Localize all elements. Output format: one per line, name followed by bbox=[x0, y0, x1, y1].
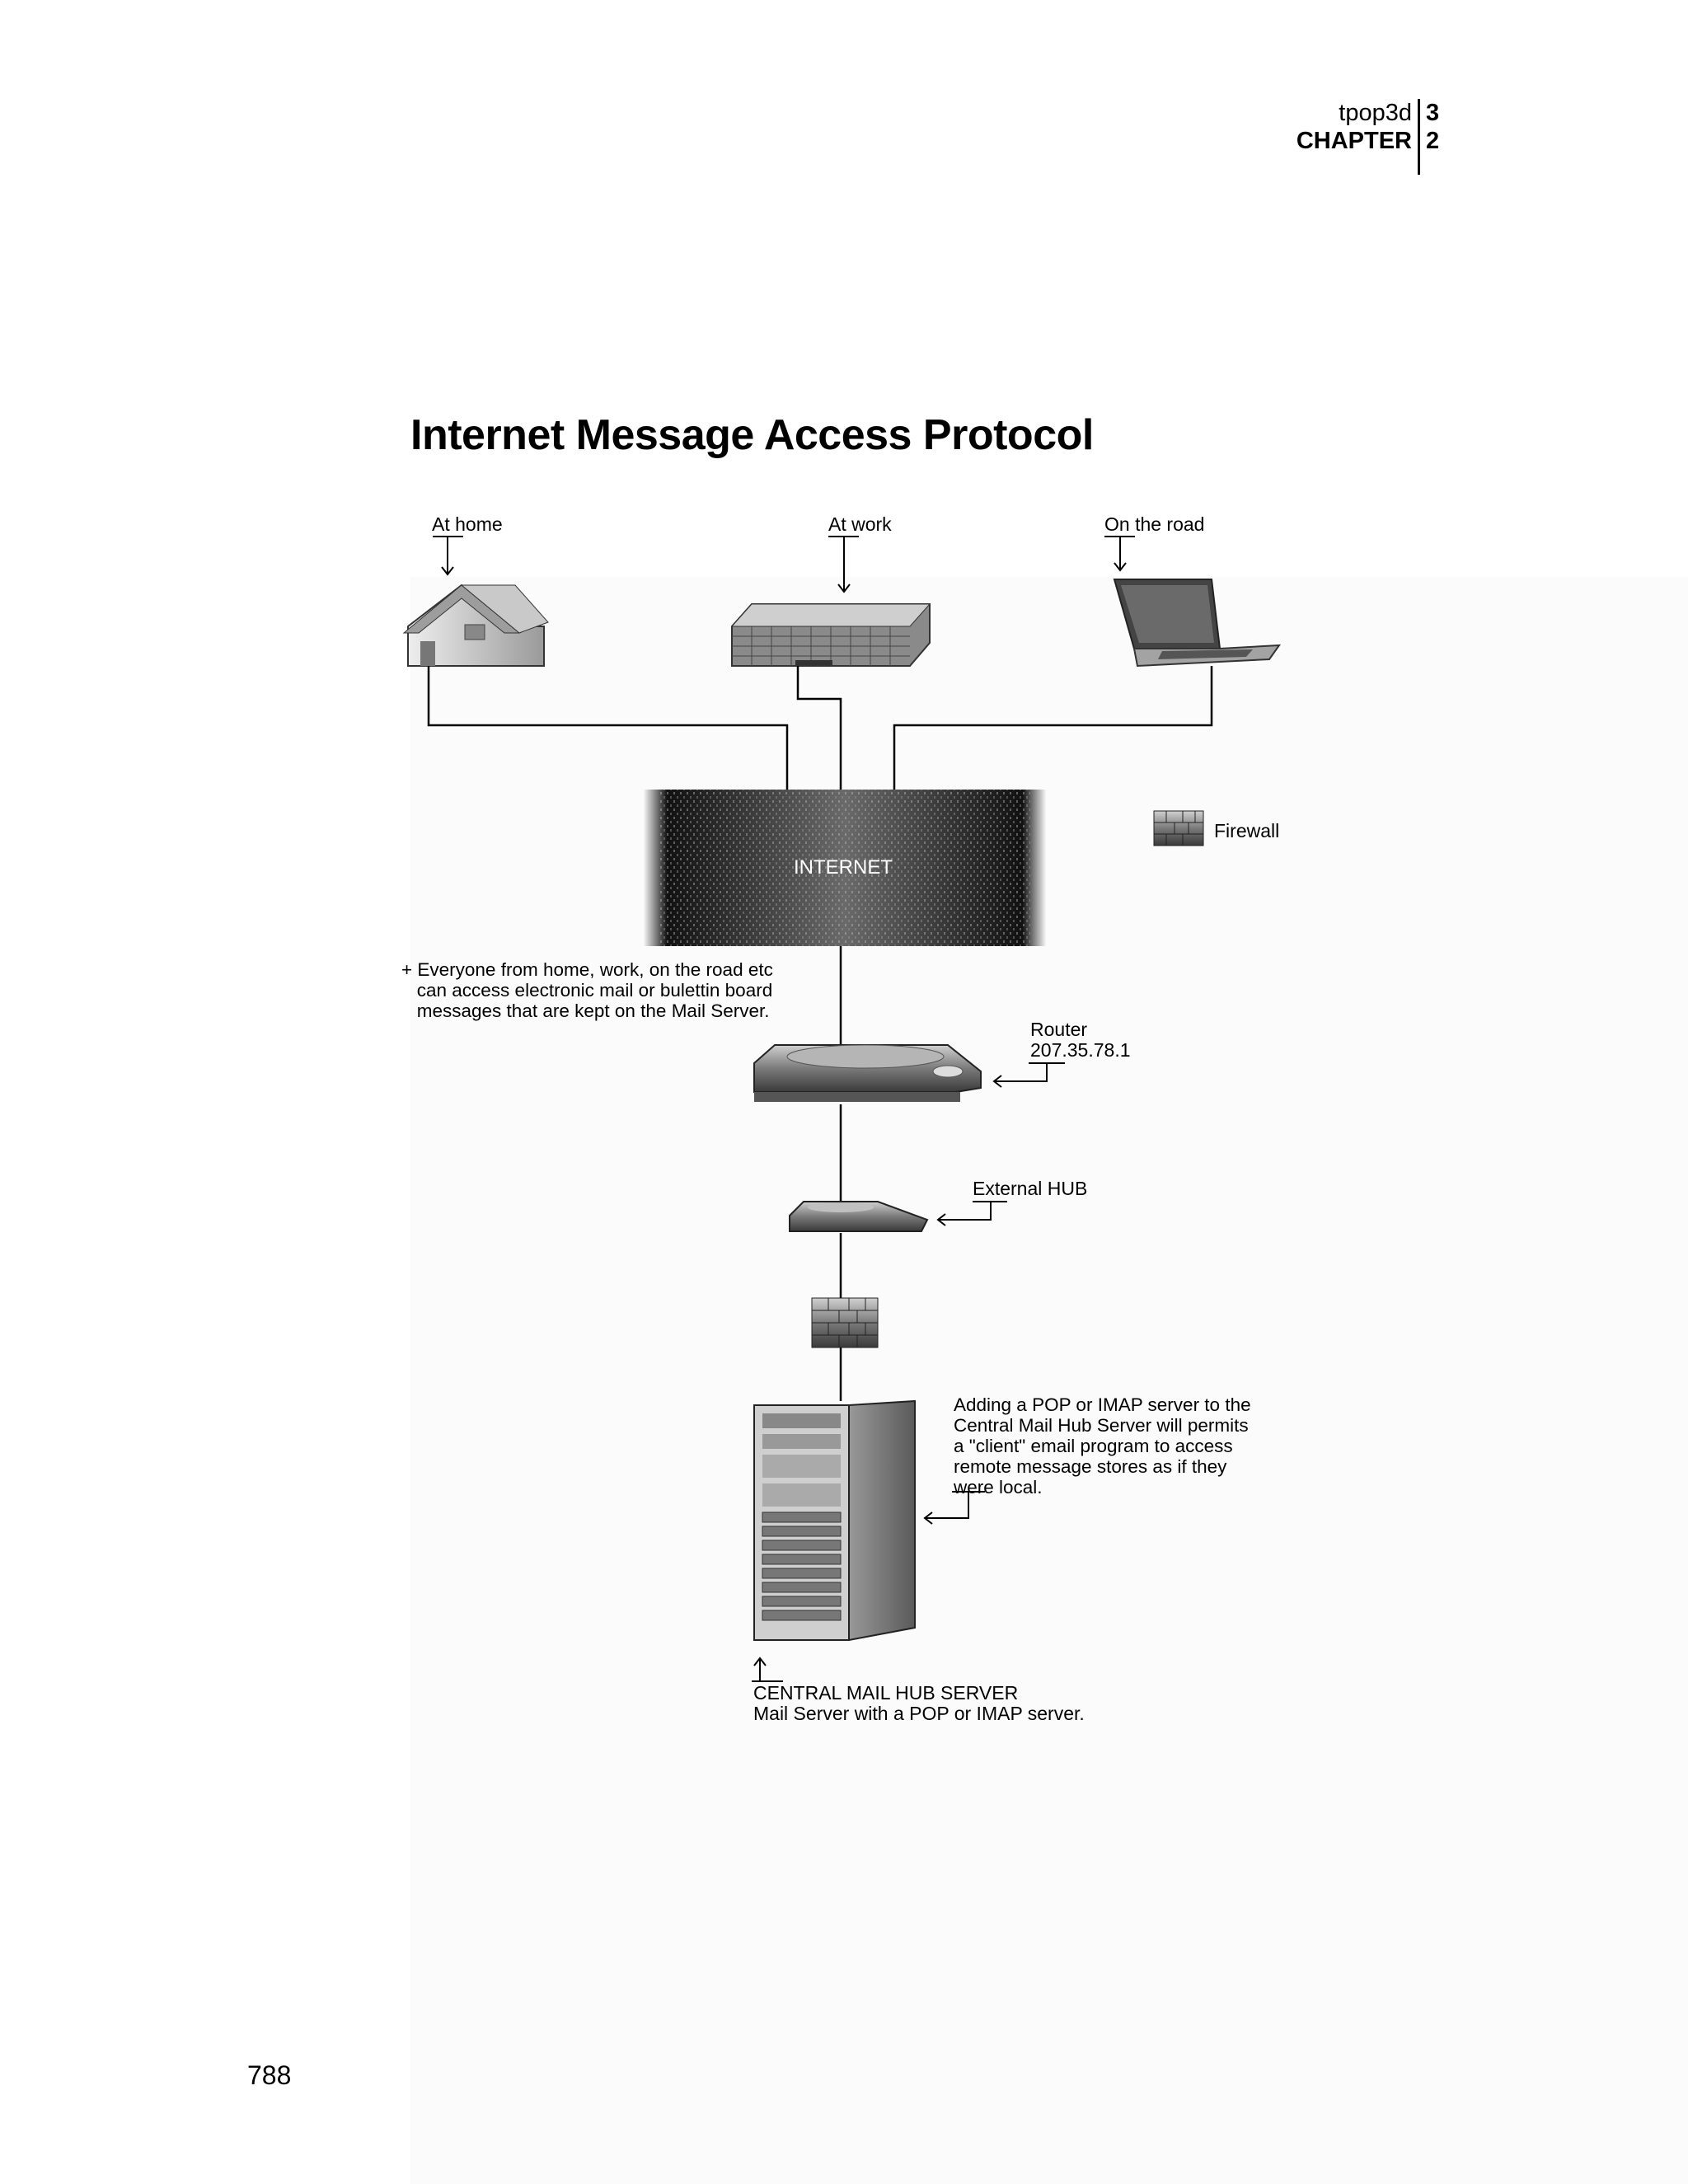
server-title: CENTRAL MAIL HUB SERVER bbox=[753, 1682, 1019, 1704]
hub-label: External HUB bbox=[973, 1178, 1088, 1199]
router-label: Router bbox=[1030, 1019, 1088, 1040]
pop-note-line: remote message stores as if they bbox=[954, 1456, 1227, 1477]
router-icon bbox=[753, 1044, 982, 1102]
pop-note-line: a "client" email program to access bbox=[954, 1436, 1233, 1456]
firewall-legend-label: Firewall bbox=[1214, 820, 1280, 841]
firewall-icon bbox=[811, 1297, 879, 1348]
house-icon bbox=[402, 583, 549, 667]
header-title: tpop3d bbox=[1339, 100, 1412, 126]
access-note-line: can access electronic mail or bulettin b… bbox=[401, 980, 773, 1001]
page-number: 788 bbox=[247, 2060, 292, 2090]
firewall-legend-icon bbox=[1153, 810, 1204, 846]
server-side-pointer-arrow bbox=[923, 1491, 985, 1525]
pop-note-line: Central Mail Hub Server will permits bbox=[954, 1415, 1249, 1436]
home-label: At home bbox=[432, 513, 503, 535]
external-hub-icon bbox=[789, 1201, 929, 1232]
office-building-icon bbox=[730, 603, 931, 667]
laptop-icon bbox=[1113, 579, 1282, 668]
page-title: Internet Message Access Protocol bbox=[410, 411, 1094, 459]
router-ip: 207.35.78.1 bbox=[1030, 1039, 1131, 1061]
access-note-line: messages that are kept on the Mail Serve… bbox=[401, 1001, 770, 1021]
access-note-line: + Everyone from home, work, on the road … bbox=[401, 959, 773, 980]
hub-pointer-arrow bbox=[936, 1201, 1007, 1226]
header-chapter-label: CHAPTER bbox=[1296, 128, 1412, 154]
mail-server-tower-icon bbox=[753, 1399, 916, 1641]
work-label-arrow bbox=[828, 536, 859, 593]
internet-block bbox=[643, 790, 1047, 946]
road-label-arrow bbox=[1104, 536, 1135, 572]
road-label: On the road bbox=[1104, 513, 1205, 535]
header-divider bbox=[1418, 99, 1420, 175]
work-label: At work bbox=[828, 513, 892, 535]
pop-note-line: were local. bbox=[954, 1477, 1043, 1497]
connection-lines bbox=[427, 666, 1213, 1401]
internet-label: INTERNET bbox=[794, 856, 893, 879]
pop-note-line: Adding a POP or IMAP server to the bbox=[954, 1394, 1251, 1415]
server-subtitle: Mail Server with a POP or IMAP server. bbox=[753, 1703, 1085, 1724]
server-bottom-pointer-arrow bbox=[752, 1657, 783, 1682]
home-label-arrow bbox=[433, 536, 463, 576]
header-number-top: 3 bbox=[1426, 100, 1440, 126]
router-pointer-arrow bbox=[992, 1062, 1065, 1088]
header-number-bottom: 2 bbox=[1426, 128, 1440, 154]
diagram-background bbox=[410, 577, 1688, 2184]
